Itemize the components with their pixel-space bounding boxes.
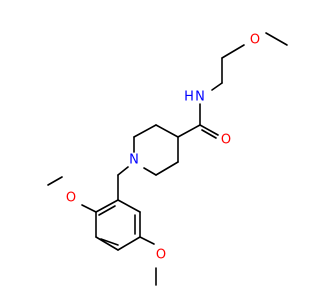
bond-c-o-double-a xyxy=(199,124,219,136)
bond-ar-o-left xyxy=(81,204,97,213)
bond-ar-1-inner xyxy=(98,205,116,216)
bond-ar-3 xyxy=(95,236,119,251)
bond-o-ch2-top xyxy=(221,44,245,59)
bond-c-o-double-b xyxy=(201,129,217,139)
atom-nh-n: N xyxy=(195,90,205,105)
bond-ch3-o-top xyxy=(265,32,288,46)
atom-o-carbonyl: O xyxy=(221,133,231,148)
bond-ch2-n-amide xyxy=(211,82,223,91)
bond-pip-1 xyxy=(155,124,179,138)
molecule-structure: O H N O N O O xyxy=(47,32,288,286)
bonds xyxy=(47,32,288,286)
bond-pip-2 xyxy=(133,124,157,138)
bond-ar-1 xyxy=(95,199,119,213)
atom-o-aryl-5: O xyxy=(156,248,166,263)
atom-n-piperidine: N xyxy=(129,153,139,168)
bond-pip-4 xyxy=(143,167,157,176)
atom-nh-h: H xyxy=(184,90,194,105)
bond-pip-5 xyxy=(155,161,179,176)
atom-o-aryl-2: O xyxy=(66,191,76,206)
bond-ar-3-inner xyxy=(100,238,119,246)
bond-ar-o-right xyxy=(139,236,155,245)
atom-o-methoxyethyl: O xyxy=(250,33,260,48)
bond-o-ch3-left xyxy=(47,176,63,186)
bond-n-ch2-benzyl xyxy=(117,166,129,176)
structure-canvas: O H N O N O O xyxy=(47,32,288,286)
bond-ar-6 xyxy=(117,199,141,213)
bond-ar-4 xyxy=(117,236,141,251)
atom-labels: O H N O N O O xyxy=(66,33,260,263)
bond-c-amide-ring xyxy=(177,124,201,138)
